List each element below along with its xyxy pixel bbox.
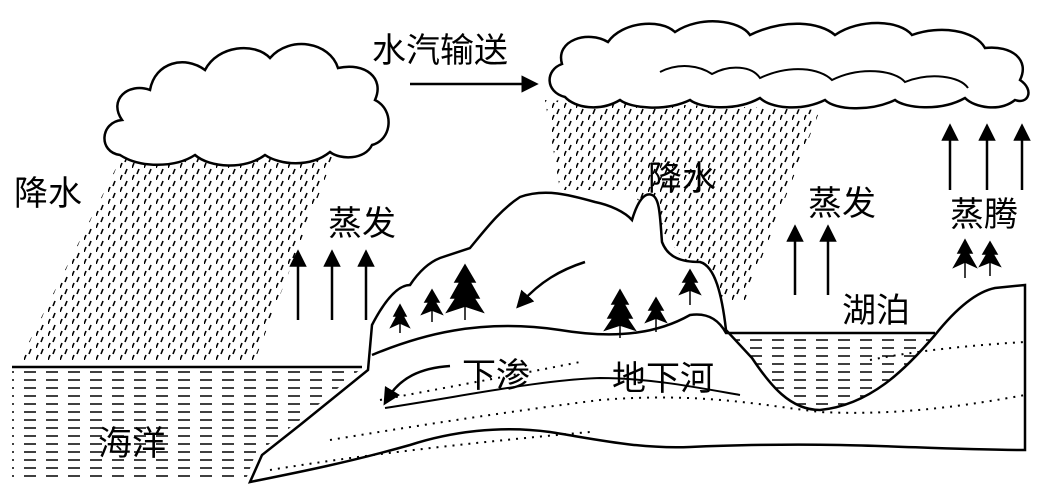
label-lake: 湖泊 [842, 291, 910, 331]
label-infiltration: 下渗 [462, 356, 530, 396]
rain-left [20, 140, 340, 360]
label-precipitation-left: 降水 [14, 174, 82, 214]
trees [389, 238, 1002, 338]
rain-right [545, 100, 820, 300]
cloud-right [548, 20, 1030, 110]
label-transpiration: 蒸腾 [950, 195, 1018, 235]
label-vapor-transport: 水汽输送 [372, 31, 508, 71]
arrows [289, 75, 1031, 406]
label-precipitation-mountain: 降水 [648, 159, 716, 199]
label-ocean: 海洋 [98, 424, 166, 464]
infiltration-arrow [383, 364, 451, 406]
land-mass [247, 191, 1027, 484]
groundwater-flow-line [384, 376, 741, 409]
surface-runoff-arrow [516, 260, 586, 309]
label-evaporation-lake: 蒸发 [808, 184, 876, 224]
label-underground-river: 地下河 [612, 359, 714, 399]
label-evaporation-ocean: 蒸发 [328, 204, 396, 244]
mountain-base-line [371, 313, 935, 357]
groundwater-strata [269, 341, 1026, 471]
cloud-left [103, 42, 390, 167]
cloud-right-detail [659, 65, 969, 89]
